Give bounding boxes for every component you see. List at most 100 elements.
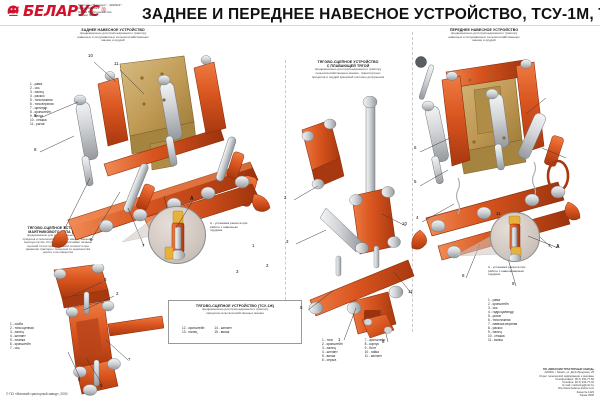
caption-heading: ТЯГОВО-СЦЕПНОЕ УСТРОЙСТВО [317,60,379,64]
detail-center-art [164,210,186,261]
callout-number: 9 [512,281,515,286]
detail-label-center: А [190,196,194,202]
legend-item: 5 - вилка [322,354,336,358]
caption-heading: С ПЛАВАЮЩЕЙ ТЯГОЙ [326,64,370,69]
note-line: орудием [488,272,501,277]
callout-number: 3 [104,277,107,282]
note-line: работе с навесным [210,224,238,229]
panel-tsu-1zh [168,300,302,344]
sheet-separator-vertical [285,60,286,310]
imprint-line: ПО «МИНСКИЙ ТРАКТОРНЫЙ ЗАВОД» [542,368,594,372]
callout-number: 1 [252,243,255,248]
legend-item: 4 - гидроцилиндр [488,310,514,314]
caption-heading: ПЕРЕДНЕЕ НАВЕСНОЕ УСТРОЙСТВО [449,28,519,32]
drawing-canvas: ЗАДНЕЕ НАВЕСНОЕ УСТРОЙСТВО предназначено… [0,26,600,401]
caption-body: предназначено для присоединения к тракто… [418,32,550,43]
copyright-notice: © ПО «Минский тракторный завод», 2000 [6,392,68,396]
caption-line: сельскохозяйственных машин, транспортных [315,71,381,75]
bison-head-icon [6,3,21,19]
legend-item: 5 - рычаг [488,314,502,318]
poster-header: БЕЛАРУС ® Тракторы "Беларус" - 900/921* … [0,0,600,26]
legend-column: 12 - кронштейн 13 - палец [182,326,204,334]
caption-line: прицепов сельскохозяйственных машин [206,310,264,315]
pendulum-drawbar-illustration [53,264,164,396]
caption-line: предназначено для присоединения к тракто… [79,31,147,36]
imprint-line: Телефон: (017) 230-77-32 [562,380,594,384]
trademark-symbol: ® [101,8,106,14]
imprint-line: Тираж 3000 [579,393,594,397]
legend-tsu-1zh: 12 - кронштейн 13 - палец 14 - шплинт 15… [182,326,232,334]
callout-number: 3 [286,239,289,244]
callout-number: 5 [300,305,303,310]
legend-item: 2 - ось [30,86,40,90]
callout-number: 7 [142,243,145,248]
detail-callout-center-circle [148,206,206,264]
callout-number: 11 [408,289,413,294]
legend-item: 4 - шплинт [322,350,338,354]
legend-item: 3 - палец [322,346,336,350]
imprint-line: Отдел технической информации и рекламы [539,374,594,378]
legend-column: 7 - кронштейн 8 - корпус 9 - болт 10 - г… [365,338,386,362]
caption-line: дороги и на поворотах [42,250,74,255]
caption-front-hitch: ПЕРЕДНЕЕ НАВЕСНОЕ УСТРОЙСТВО предназначе… [418,28,550,43]
caption-line: предназначено для присоединения к тракто… [314,67,382,72]
caption-line: машин и орудий [472,38,496,43]
legend-item: 2 - тяга сцепная [10,326,34,330]
callout-number: 10 [88,53,93,58]
imprint-line: Телефон/факс: (017) 230-77-50 [555,377,594,381]
legend-item: 11 - шплинт [364,354,382,358]
legend-item: 6 - серьга [322,358,337,362]
detail-center-leader [175,201,193,229]
legend-item: 7 - кронштейн [364,338,386,342]
legend-item: 12 - кронштейн [182,326,205,330]
legend-item: 8 - кронштейн [30,110,51,114]
callout-number: 11 [496,211,501,216]
callout-number: 9 [34,113,37,118]
caption-tsu-1zh: ТЯГОВО-СЦЕПНОЕ УСТРОЙСТВО (ТСУ-1Ж) предн… [170,304,300,315]
callout-number: 5 [414,179,417,184]
legend-item: 8 - корпус [364,342,380,346]
imprint-line: 220009, г. Минск, ул. Долгобродская, 29 [544,371,594,375]
note-line: работе с навешиваемым [488,268,524,273]
legend-column: 1 - тяга 2 - кронштейн 3 - палец 4 - шпл… [322,338,343,362]
logo-caption-line: Серия № 04 семейство [78,10,112,14]
caption-line: предназначено для присоединения к тракто… [201,307,269,312]
tsu-1zh-illustration [361,313,395,339]
floating-drawbar-illustration [301,96,415,335]
legend-item: 11 - рычаг [30,122,45,126]
caption-line: движении трактора с прицепом по неровнос… [25,247,91,252]
legend-item: 15 - вилка [214,330,230,334]
callout-number: 8 [382,339,385,344]
logo-caption-block: Тракторы "Беларус" - 900/921* Серии 900/… [78,4,134,18]
legend-item: 10 - стяжка [30,118,47,122]
legend-item: 10 - стяжка [488,334,505,338]
floating-drawbar-leader-lines [293,185,413,343]
caption-line: навесных и полунавесных сельскохозяйстве… [77,34,149,39]
caption-line: прицепов и орудий крюковой системы догру… [311,74,385,79]
legend-item: 3 - ось [488,306,498,310]
callout-number: 5 [64,225,67,230]
imprint-line: Заказ № 1423 [576,390,594,394]
legend-item: 7 - ось [10,346,20,350]
logo-caption-line: Плакат № 30 [78,14,97,18]
callout-number: 3 [236,269,239,274]
callout-number: 4 [78,377,81,382]
caption-heading: ТЯГОВО-СЦЕПНОЕ УСТРОЙСТВО (ТСУ-1Ж) [195,304,275,308]
callout-number: 8 [462,273,465,278]
callout-number: 6 [90,237,93,242]
legend-item: 5 - планка [10,338,25,342]
legend-item: 9 - палец [488,330,502,334]
legend-item: 7 - навеска верхняя [488,322,518,326]
legend-item: 8 - раскос [488,326,503,330]
legend-item: 9 - болт [364,346,377,350]
legend-column: 14 - шплинт 15 - вилка [214,326,232,334]
callout-number: 10 [402,221,407,226]
caption-line: машин и орудий [101,38,125,43]
front-hitch-illustration [411,56,581,261]
legend-item: 1 - рама [488,298,501,302]
detail-note-right: А - установка раскоса при работе с навеш… [488,265,572,277]
logo-caption-line: Тракторы "Беларус" - 900/921* [78,4,122,7]
legend-item: 9 - вилка [30,114,44,118]
callout-number: 4 [416,215,419,220]
